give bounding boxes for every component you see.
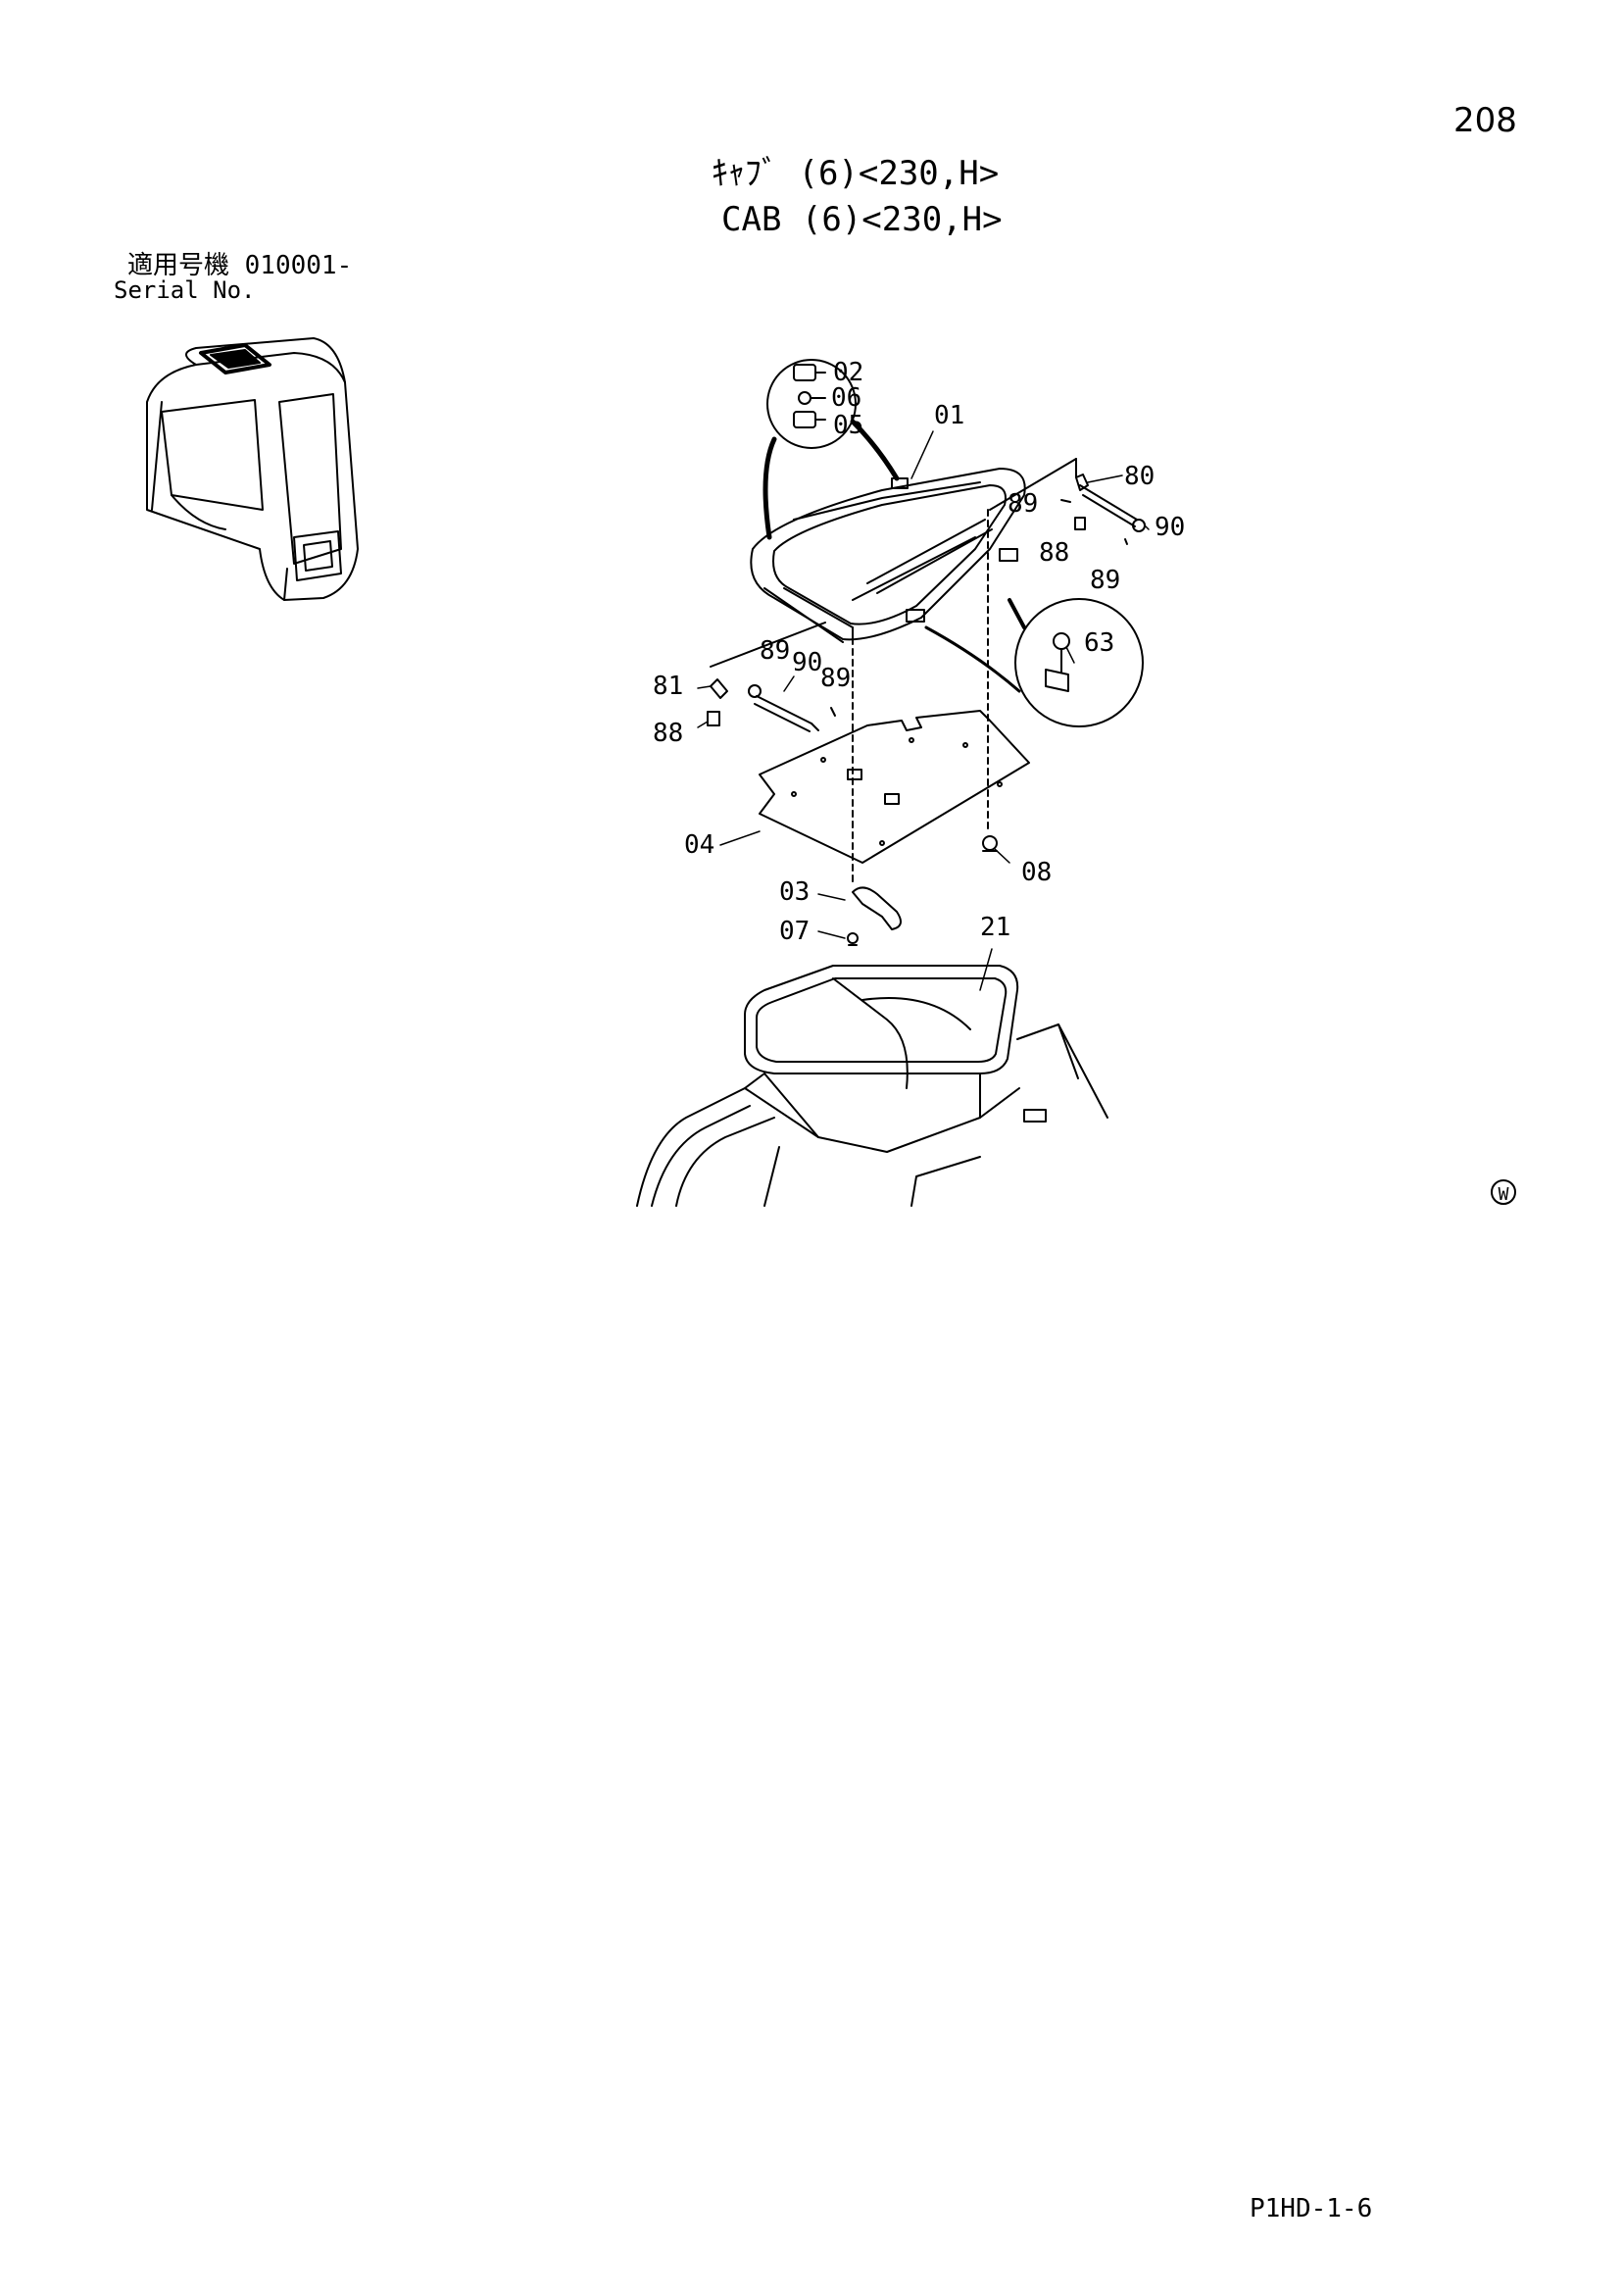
roof-hatch-01	[750, 468, 1026, 643]
part-label-63: 63	[1084, 628, 1114, 658]
part-label-02: 02	[833, 358, 863, 387]
cab-roof-outline	[636, 1023, 1108, 1207]
part-label-08: 08	[1021, 858, 1052, 887]
serial-label-jp: 適用号機 010001-	[127, 251, 353, 280]
part-label-21: 21	[980, 913, 1010, 942]
part-label-89-right-lower: 89	[1090, 566, 1120, 595]
inner-plate-04	[759, 710, 1030, 864]
part-label-01: 01	[934, 401, 964, 430]
footer-code: P1HD-1-6	[1250, 2194, 1373, 2223]
part-labels: 02 06 05 01 80 89 90 88 89 63 89 90 89 8…	[653, 358, 1185, 946]
part-label-81: 81	[653, 672, 683, 701]
leader-lines	[697, 430, 1150, 991]
stay-left	[707, 622, 836, 732]
fasteners	[847, 509, 998, 946]
part-label-06: 06	[831, 383, 861, 413]
stay-right	[989, 458, 1146, 545]
part-label-05: 05	[833, 411, 863, 440]
w-mark: W	[1499, 1184, 1509, 1205]
cab-overview-illustration	[146, 337, 359, 601]
part-label-88-left: 88	[653, 719, 683, 748]
part-label-89-right-upper: 89	[1008, 489, 1038, 519]
page-title-jp: ｷｬﾌﾞ (6)<230,H>	[712, 154, 1000, 193]
detail-circle-right	[924, 598, 1144, 727]
part-label-90-left: 90	[792, 648, 822, 677]
w-mark-circle	[1491, 1179, 1516, 1205]
part-label-04: 04	[684, 830, 714, 860]
part-label-07: 07	[779, 917, 810, 946]
detail-circle-top	[762, 359, 900, 540]
part-label-80: 80	[1124, 462, 1155, 491]
page-title-en: CAB (6)<230,H>	[721, 200, 1003, 239]
part-label-90-right: 90	[1155, 513, 1185, 542]
part-label-03: 03	[779, 877, 810, 907]
roof-seal-21	[744, 965, 1019, 1138]
part-label-88-right: 88	[1039, 538, 1069, 568]
serial-label-en: Serial No.	[114, 276, 256, 304]
page-number: 208	[1453, 101, 1517, 140]
part-label-89-left-upper: 89	[760, 636, 790, 666]
part-label-89-left-lower: 89	[820, 664, 851, 693]
